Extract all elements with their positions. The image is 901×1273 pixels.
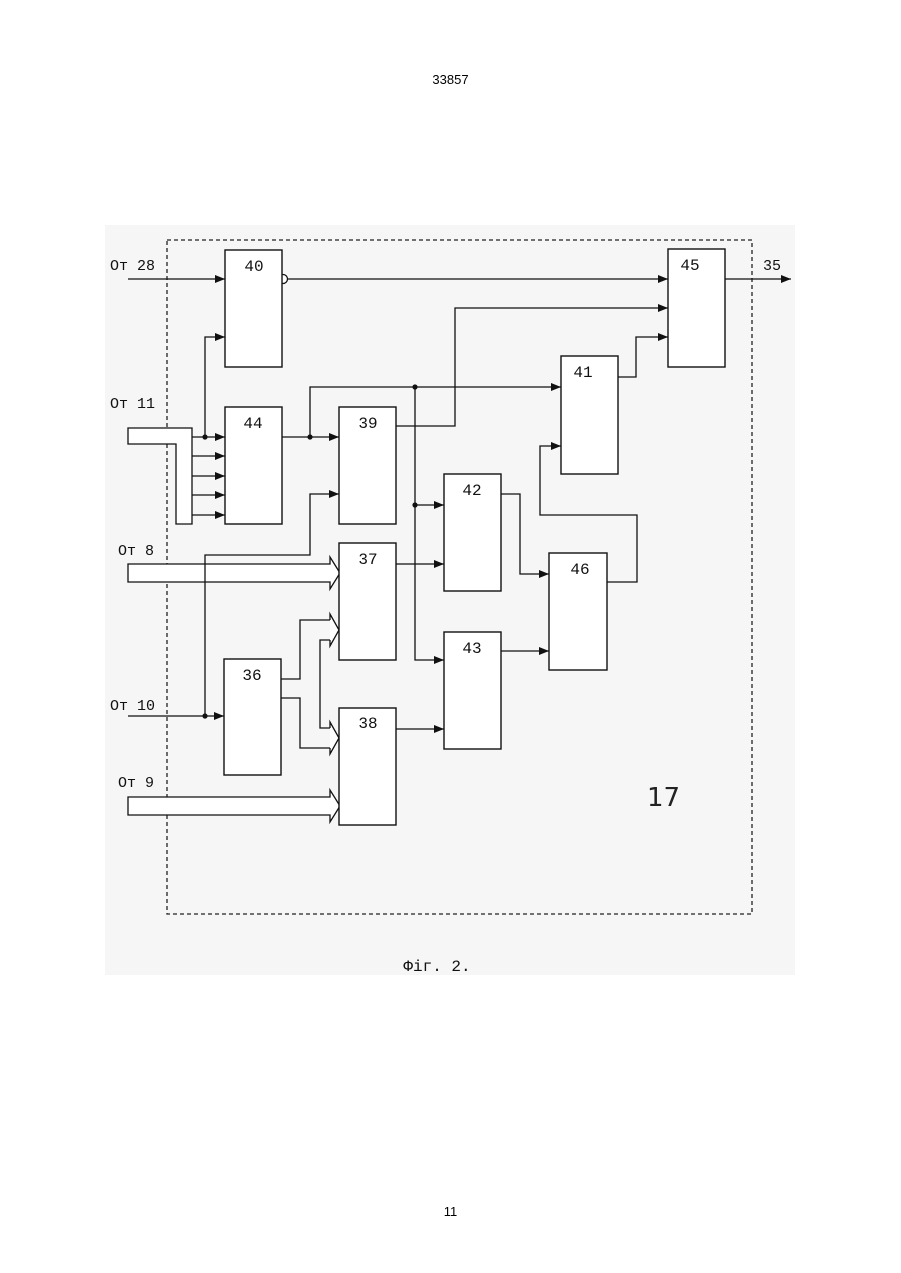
block-label: 38 [358, 715, 377, 733]
block-label: 46 [570, 561, 589, 579]
page-number: 11 [0, 1204, 901, 1219]
block-label: 42 [462, 482, 481, 500]
input-label-8: От 8 [118, 543, 154, 560]
input-label-11: От 11 [110, 396, 155, 413]
input-label-28: От 28 [110, 258, 155, 275]
block-label: 43 [462, 640, 481, 658]
block-label: 37 [358, 551, 377, 569]
block-label: 39 [358, 415, 377, 433]
block-36: 36 [224, 659, 281, 775]
input-label-10: От 10 [110, 698, 155, 715]
block-label: 44 [243, 415, 262, 433]
block-label: 45 [680, 257, 699, 275]
junction-dot [202, 434, 207, 439]
block-45: 45 [668, 249, 725, 367]
block-label: 41 [573, 364, 592, 382]
block-39: 39 [339, 407, 396, 524]
output-label-35: 35 [763, 258, 781, 275]
block-42: 42 [444, 474, 501, 591]
figure-caption: Фіг. 2. [403, 958, 470, 976]
block-38: 38 [339, 708, 396, 825]
block-37: 37 [339, 543, 396, 660]
block-43: 43 [444, 632, 501, 749]
block-40: 40 [225, 250, 282, 367]
block-label: 36 [242, 667, 261, 685]
block-44: 44 [225, 407, 282, 524]
input-label-9: От 9 [118, 775, 154, 792]
block-label: 40 [244, 258, 263, 276]
block-46: 46 [549, 553, 607, 670]
block-41: 41 [561, 356, 618, 474]
device-number-label: 17 [647, 783, 680, 813]
